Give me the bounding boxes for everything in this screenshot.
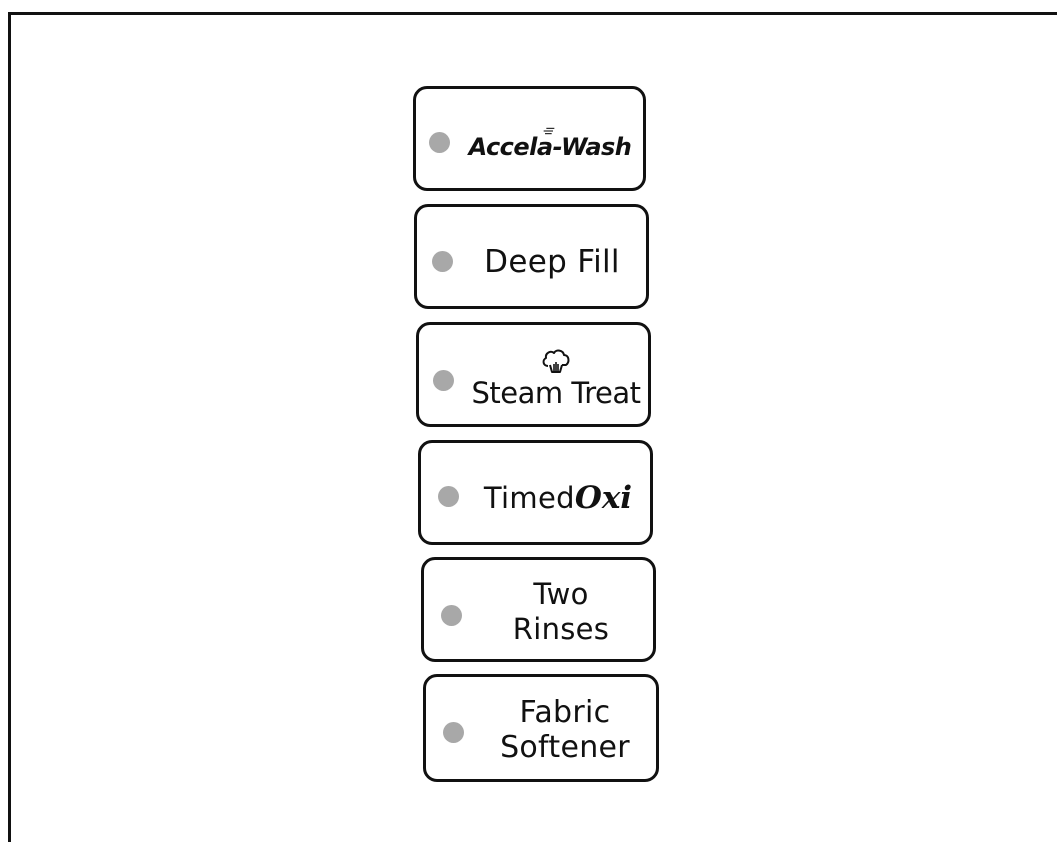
fabric-softener-label-line-1: Fabric	[519, 694, 611, 730]
two-rinses-indicator-light	[441, 605, 462, 626]
steam-treat-indicator-light	[433, 370, 454, 391]
timed-oxi-label-suffix: Oxi	[574, 479, 633, 516]
fabric-softener-label-group: Fabric Softener	[480, 693, 650, 767]
two-rinses-label-line-2: Rinses	[512, 612, 610, 646]
deep-fill-label: Deep Fill	[484, 243, 620, 280]
panel-frame	[8, 12, 1057, 842]
deep-fill-indicator-light	[432, 251, 453, 272]
accela-wash-label: Accela-Wash	[468, 133, 632, 161]
steam-icon	[542, 349, 570, 373]
deep-fill-label-group: Deep Fill	[467, 243, 637, 281]
speed-lines-icon	[543, 127, 555, 135]
steam-treat-label: Steam Treat	[471, 375, 641, 410]
steam-treat-label-group: Steam Treat	[467, 337, 645, 417]
timed-oxi-label-prefix: Timed	[483, 480, 575, 515]
steam-treat-button[interactable]: Steam Treat	[416, 322, 651, 427]
fabric-softener-label-line-2: Softener	[500, 730, 630, 765]
accela-wash-button[interactable]: Accela-Wash	[413, 86, 646, 191]
accela-wash-indicator-light	[429, 132, 450, 153]
accela-wash-label-group: Accela-Wash	[460, 127, 640, 159]
two-rinses-label-group: Two Rinses	[486, 576, 636, 648]
timed-oxi-indicator-light	[438, 486, 459, 507]
two-rinses-button[interactable]: Two Rinses	[421, 557, 656, 662]
deep-fill-button[interactable]: Deep Fill	[414, 204, 649, 309]
two-rinses-label-line-1: Two	[533, 577, 589, 612]
fabric-softener-indicator-light	[443, 722, 464, 743]
fabric-softener-button[interactable]: Fabric Softener	[423, 674, 659, 782]
